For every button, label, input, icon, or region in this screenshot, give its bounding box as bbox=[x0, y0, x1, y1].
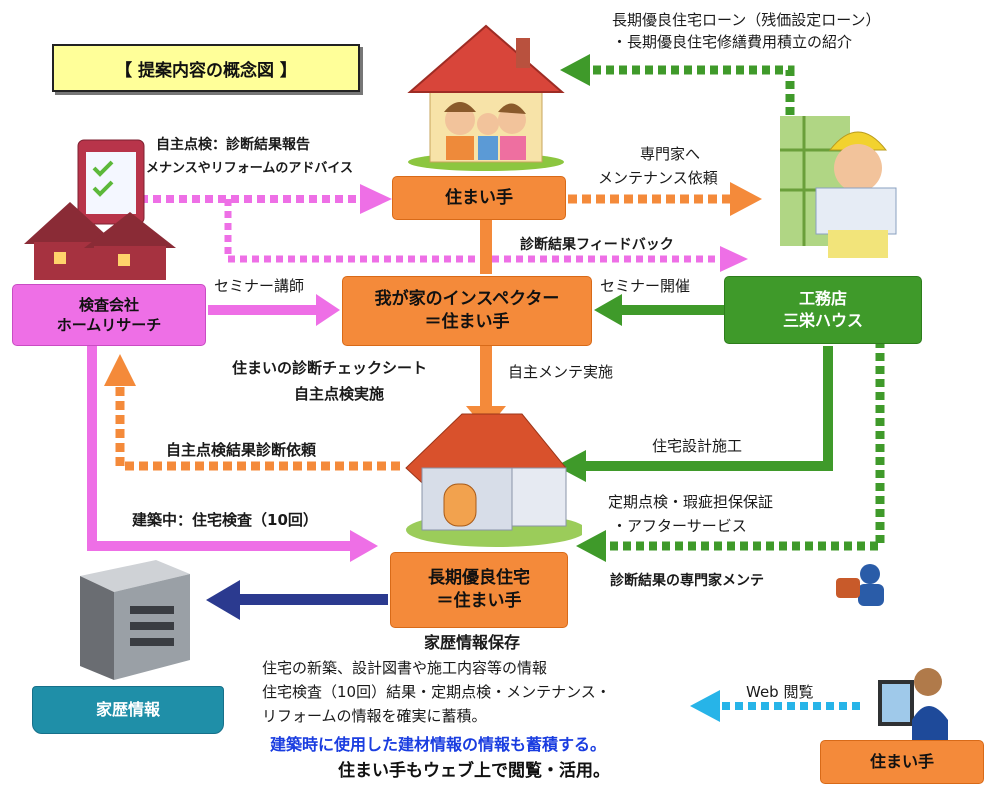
arrow-to-expert bbox=[568, 182, 762, 216]
label-seminar-held: セミナー開催 bbox=[600, 277, 691, 295]
label-info-3: リフォームの情報を確実に蓄積。 bbox=[262, 707, 487, 725]
label-periodic-2: ・アフターサービス bbox=[612, 517, 747, 535]
label-diagnosis-feedback: 診断結果フィードバック bbox=[520, 237, 674, 253]
arrow-periodic bbox=[576, 340, 885, 562]
arrow-seminar-lecturer bbox=[208, 294, 340, 326]
arrow-self-check-report bbox=[140, 184, 392, 214]
node-longterm-house: 長期優良住宅 ＝住まい手 bbox=[390, 552, 568, 628]
arrow-to-server bbox=[206, 580, 388, 620]
inspection-house-icon bbox=[405, 413, 582, 547]
node-builder: 工務店 三栄ハウス bbox=[724, 276, 922, 344]
label-highlight-black: 住まい手もウェブ上で閲覧・活用。 bbox=[338, 761, 610, 781]
label-self-check-request: 自主点検結果診断依頼 bbox=[166, 441, 317, 459]
house-family-icon bbox=[407, 24, 565, 171]
clipboard-house-icon bbox=[24, 139, 176, 280]
server-icon bbox=[80, 560, 190, 680]
label-checksheet-1: 住まいの診断チェックシート bbox=[232, 359, 428, 377]
label-seminar-lecturer: セミナー講師 bbox=[214, 277, 305, 295]
node-inspection-company-line2: ホームリサーチ bbox=[56, 316, 162, 334]
label-expert-maintenance: 診断結果の専門家メンテ bbox=[610, 573, 764, 589]
label-checksheet-2: 自主点検実施 bbox=[294, 385, 385, 403]
loan-text-1: 長期優良住宅ローン（残価設定ローン） bbox=[612, 11, 881, 29]
label-construction-inspection: 建築中：住宅検査（10回） bbox=[132, 511, 318, 529]
node-longterm-house-line2: ＝住まい手 bbox=[436, 591, 522, 611]
label-web-view: Web 閲覧 bbox=[746, 683, 814, 701]
label-design-construction: 住宅設計施工 bbox=[652, 437, 743, 455]
node-history-db-label: 家歴情報 bbox=[95, 700, 160, 720]
arrow-seminar-held bbox=[594, 294, 724, 326]
label-highlight-blue: 建築時に使用した建材情報の情報も蓄積する。 bbox=[270, 735, 607, 754]
label-periodic-1: 定期点検・瑕疵担保保証 bbox=[608, 493, 774, 511]
node-inspection-company: 検査会社 ホームリサーチ bbox=[12, 284, 206, 346]
node-resident-top-label: 住まい手 bbox=[445, 187, 513, 208]
arrow-loan bbox=[560, 54, 795, 115]
node-inspector-line2: ＝住まい手 bbox=[424, 312, 510, 332]
node-resident-bottom-label: 住まい手 bbox=[869, 752, 934, 772]
label-info-1: 住宅の新築、設計図書や施工内容等の情報 bbox=[262, 659, 548, 677]
label-maintenance-advice: メナンスやリフォームのアドバイス bbox=[146, 161, 353, 176]
arrow-design-construction bbox=[556, 346, 833, 482]
pc-user-icon bbox=[878, 668, 948, 744]
label-history-save: 家歴情報保存 bbox=[424, 633, 521, 652]
node-resident-bottom: 住まい手 bbox=[820, 740, 984, 784]
arrow-feedback bbox=[224, 199, 748, 272]
arrow-web-view bbox=[690, 690, 860, 722]
node-history-db: 家歴情報 bbox=[32, 686, 224, 734]
builder-worker-icon bbox=[780, 116, 897, 258]
label-to-expert-2: メンテナンス依頼 bbox=[598, 169, 718, 187]
arrow-self-check-request bbox=[104, 354, 400, 471]
label-self-maintenance: 自主メンテ実施 bbox=[508, 363, 614, 381]
node-longterm-house-line1: 長期優良住宅 bbox=[428, 568, 530, 589]
node-inspection-company-line1: 検査会社 bbox=[78, 295, 139, 314]
arrow-resident-inspector bbox=[480, 218, 492, 274]
node-resident-top: 住まい手 bbox=[392, 176, 566, 220]
diagram-title: 【 提案内容の概念図 】 bbox=[52, 44, 360, 92]
node-builder-line1: 工務店 bbox=[798, 289, 847, 309]
label-to-expert-1: 専門家へ bbox=[640, 145, 701, 163]
loan-text-2: ・長期優良住宅修繕費用積立の紹介 bbox=[612, 33, 853, 51]
arrow-construction-inspection bbox=[87, 346, 378, 562]
node-inspector-line1: 我が家のインスペクター bbox=[374, 289, 560, 310]
label-info-2: 住宅検査（10回）結果・定期点検・メンテナンス・ bbox=[262, 683, 611, 701]
phone-operator-icon bbox=[836, 564, 884, 606]
node-builder-line2: 三栄ハウス bbox=[782, 311, 863, 330]
label-self-check-report: 自主点検：診断結果報告 bbox=[156, 137, 310, 153]
node-inspector: 我が家のインスペクター ＝住まい手 bbox=[342, 276, 592, 346]
